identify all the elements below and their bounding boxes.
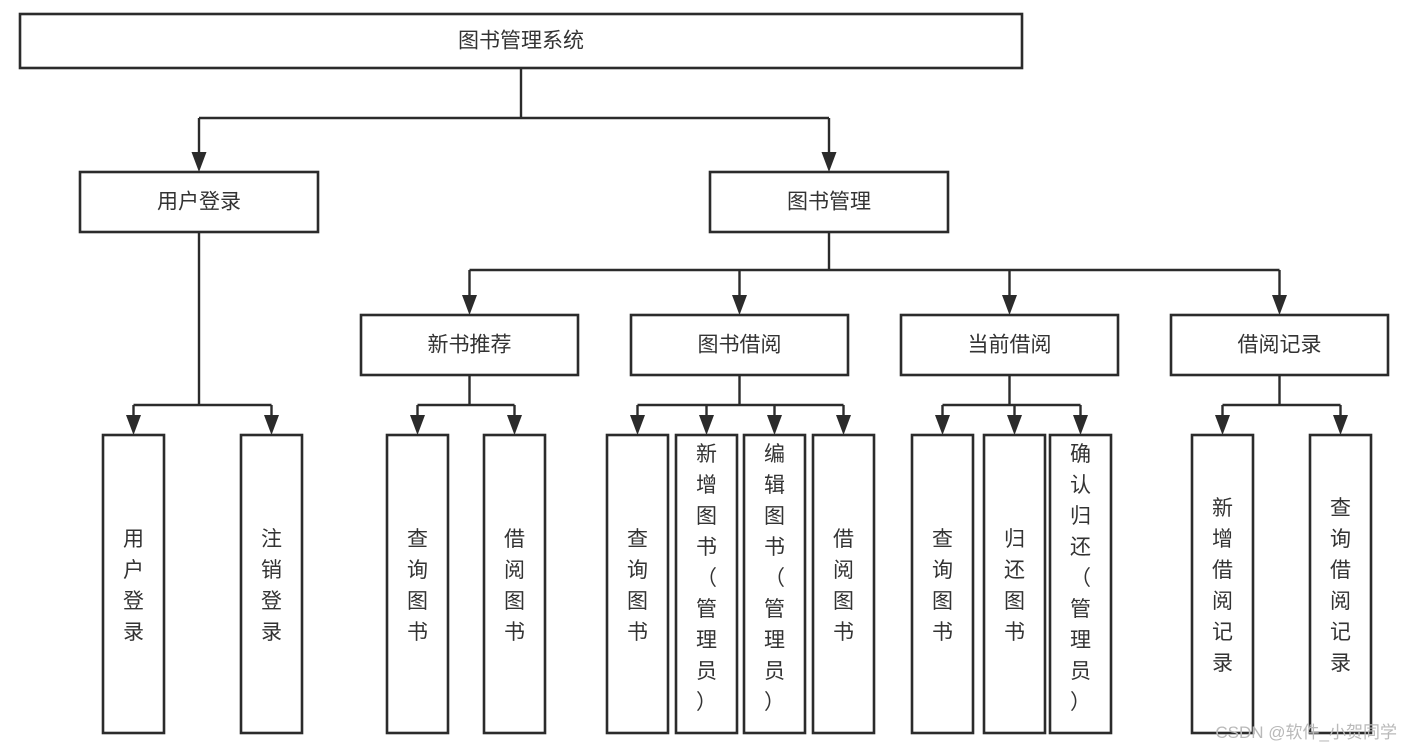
node-l2_borrow[interactable]: 图书借阅 xyxy=(629,313,850,377)
node-l3_rec_query[interactable]: 查询借阅记录 xyxy=(1308,433,1373,735)
arrow-head-icon xyxy=(821,152,837,172)
node-label: 查询图书 xyxy=(407,528,428,644)
connector-group-l2_record xyxy=(1215,375,1348,435)
node-label: 查询借阅记录 xyxy=(1330,497,1351,675)
node-label: 查询图书 xyxy=(932,528,953,644)
connector-group-l2_borrow xyxy=(630,375,851,435)
arrow-head-icon xyxy=(1002,295,1017,315)
node-l3_nb_borrow[interactable]: 借阅图书 xyxy=(482,433,547,735)
node-box[interactable] xyxy=(1169,313,1390,377)
node-l2_record[interactable]: 借阅记录 xyxy=(1169,313,1390,377)
arrow-head-icon xyxy=(264,415,279,435)
arrow-head-icon xyxy=(935,415,950,435)
node-box[interactable] xyxy=(629,313,850,377)
node-box[interactable] xyxy=(674,433,739,735)
node-l3_bw_edit[interactable]: 编辑图书（管理员） xyxy=(742,433,807,735)
arrow-head-icon xyxy=(410,415,425,435)
node-label: 图书借阅 xyxy=(698,334,782,357)
connector-group-l2_current xyxy=(935,375,1088,435)
node-box[interactable] xyxy=(605,433,670,735)
node-box[interactable] xyxy=(482,433,547,735)
node-l3_rec_add[interactable]: 新增借阅记录 xyxy=(1190,433,1255,735)
node-l3_cur_return[interactable]: 归还图书 xyxy=(982,433,1047,735)
node-label: 借阅图书 xyxy=(504,528,525,644)
node-label: 当前借阅 xyxy=(968,334,1052,357)
node-l3_user_logout[interactable]: 注销登录 xyxy=(239,433,304,735)
node-label: 图书管理 xyxy=(787,191,871,214)
node-label: 注销登录 xyxy=(261,528,282,644)
node-label: 借阅记录 xyxy=(1238,334,1322,357)
node-box[interactable] xyxy=(982,433,1047,735)
node-root[interactable]: 图书管理系统 xyxy=(18,12,1024,70)
node-l3_user_login[interactable]: 用户登录 xyxy=(101,433,166,735)
arrow-head-icon xyxy=(699,415,714,435)
node-l3_bw_query[interactable]: 查询图书 xyxy=(605,433,670,735)
node-box[interactable] xyxy=(1190,433,1255,735)
node-l2_current[interactable]: 当前借阅 xyxy=(899,313,1120,377)
connector-group-l1_book xyxy=(462,232,1287,315)
node-box[interactable] xyxy=(708,170,950,234)
arrow-head-icon xyxy=(630,415,645,435)
node-label: 图书管理系统 xyxy=(458,30,584,53)
node-l3_bw_add[interactable]: 新增图书（管理员） xyxy=(674,433,739,735)
node-label: 用户登录 xyxy=(123,528,144,644)
connector-group-l1_user xyxy=(126,232,279,435)
node-box[interactable] xyxy=(18,12,1024,70)
node-box[interactable] xyxy=(359,313,580,377)
node-label: 归还图书 xyxy=(1004,528,1025,644)
arrow-head-icon xyxy=(732,295,747,315)
node-box[interactable] xyxy=(811,433,876,735)
node-box[interactable] xyxy=(101,433,166,735)
node-label: 编辑图书（管理员） xyxy=(764,443,785,714)
node-label: 用户登录 xyxy=(157,191,241,214)
node-l1_book[interactable]: 图书管理 xyxy=(708,170,950,234)
node-box[interactable] xyxy=(1308,433,1373,735)
node-layer: 图书管理系统用户登录图书管理新书推荐图书借阅当前借阅借阅记录用户登录注销登录查询… xyxy=(18,12,1390,735)
arrow-head-icon xyxy=(1272,295,1287,315)
arrow-head-icon xyxy=(126,415,141,435)
node-label: 查询图书 xyxy=(627,528,648,644)
node-label: 新增借阅记录 xyxy=(1212,497,1233,675)
node-l3_bw_borrow[interactable]: 借阅图书 xyxy=(811,433,876,735)
node-label: 新增图书（管理员） xyxy=(696,443,717,714)
node-l2_newbook[interactable]: 新书推荐 xyxy=(359,313,580,377)
node-box[interactable] xyxy=(742,433,807,735)
arrow-head-icon xyxy=(767,415,782,435)
node-label: 确认归还（管理员） xyxy=(1070,443,1091,714)
arrow-head-icon xyxy=(1215,415,1230,435)
arrow-head-icon xyxy=(1333,415,1348,435)
node-box[interactable] xyxy=(385,433,450,735)
node-box[interactable] xyxy=(239,433,304,735)
node-l3_cur_query[interactable]: 查询图书 xyxy=(910,433,975,735)
arrow-head-icon xyxy=(191,152,207,172)
arrow-head-icon xyxy=(1007,415,1022,435)
connector-layer xyxy=(126,68,1348,435)
arrow-head-icon xyxy=(462,295,477,315)
node-box[interactable] xyxy=(899,313,1120,377)
node-box[interactable] xyxy=(910,433,975,735)
connector-group-l2_newbook xyxy=(410,375,522,435)
node-l3_nb_query[interactable]: 查询图书 xyxy=(385,433,450,735)
node-l3_cur_confirm[interactable]: 确认归还（管理员） xyxy=(1048,433,1113,735)
arrow-head-icon xyxy=(836,415,851,435)
arrow-head-icon xyxy=(507,415,522,435)
node-l1_user[interactable]: 用户登录 xyxy=(78,170,320,234)
watermark: CSDN @软件_小贺同学 xyxy=(1215,723,1397,742)
arrow-head-icon xyxy=(1073,415,1088,435)
node-label: 借阅图书 xyxy=(833,528,854,644)
node-label: 新书推荐 xyxy=(428,334,512,357)
connector-group-root xyxy=(191,68,837,172)
node-box[interactable] xyxy=(1048,433,1113,735)
node-box[interactable] xyxy=(78,170,320,234)
